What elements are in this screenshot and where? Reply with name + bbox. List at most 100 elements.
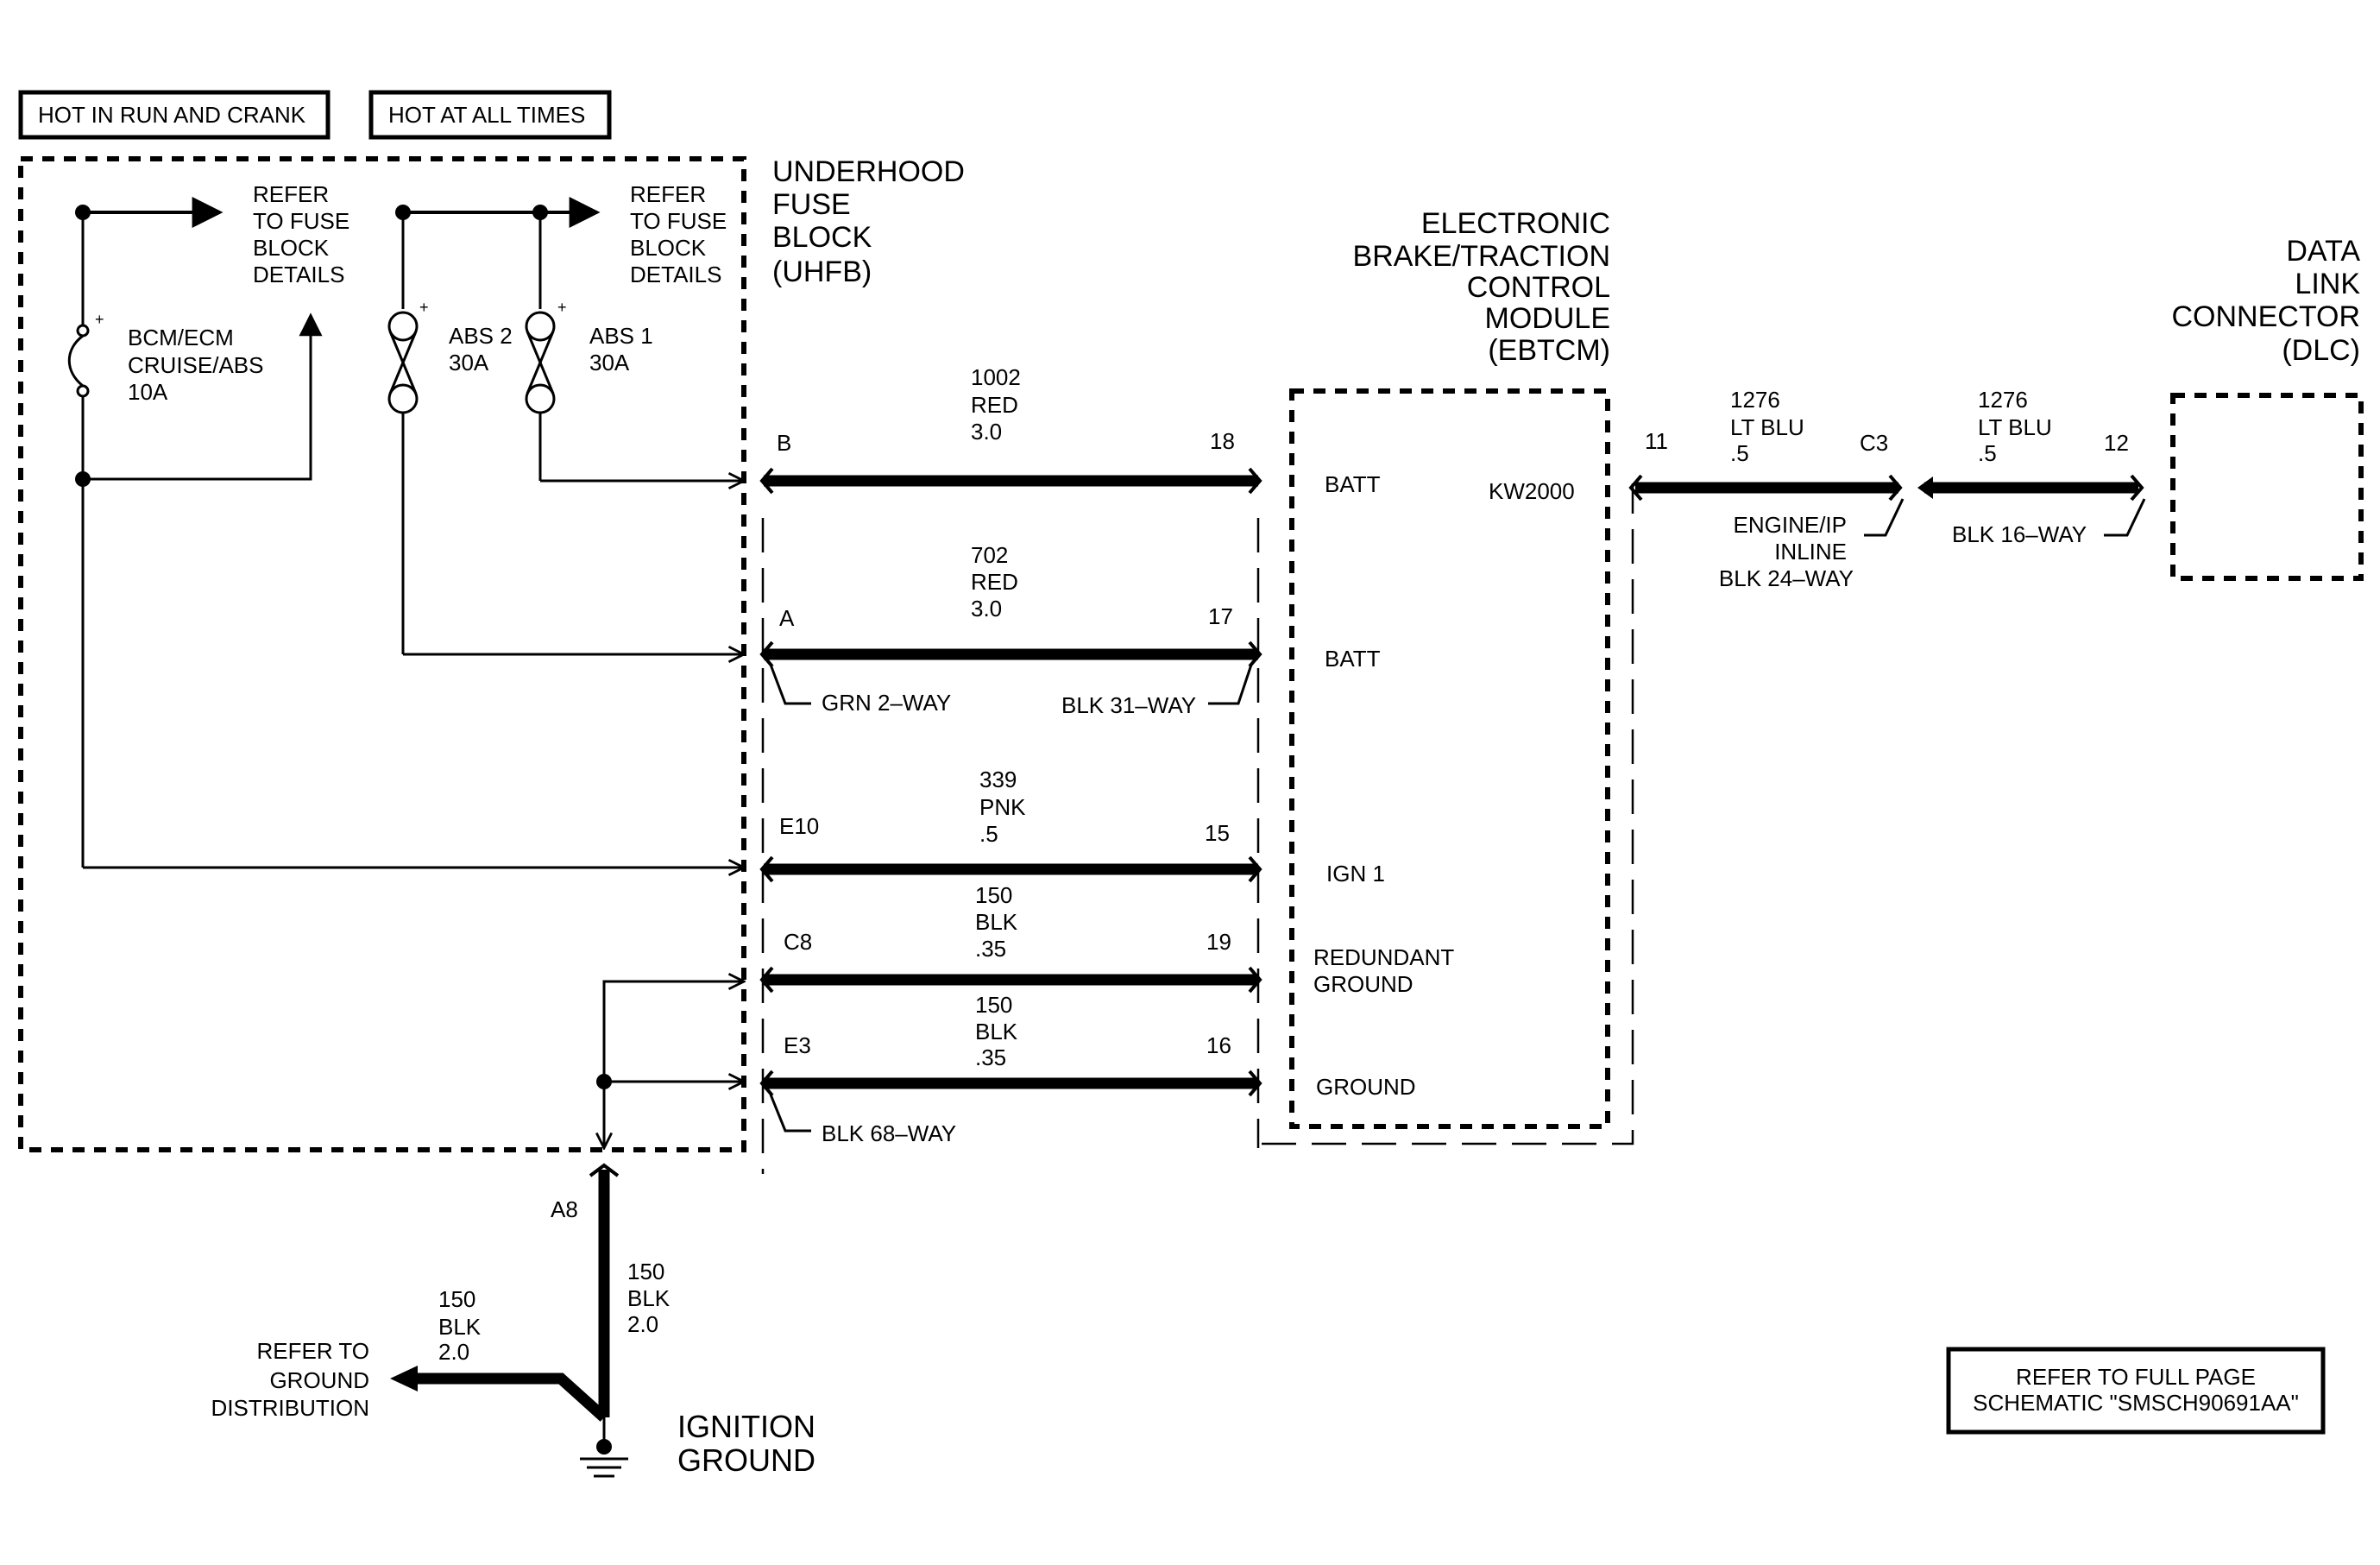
connector-c3: C3 (1860, 430, 1888, 456)
fuse-abs1-label: ABS 1 30A (589, 323, 653, 375)
svg-text:DISTRIBUTION: DISTRIBUTION (211, 1395, 369, 1421)
svg-text:150: 150 (975, 992, 1012, 1018)
wire-label-150-ground-left: 150 BLK 2.0 (438, 1286, 482, 1365)
pin-a8: A8 (551, 1196, 578, 1222)
pin-e10: E10 (779, 813, 819, 839)
svg-text:.35: .35 (975, 1044, 1006, 1070)
svg-text:CONNECTOR: CONNECTOR (2172, 300, 2361, 333)
svg-text:IGNITION: IGNITION (677, 1409, 815, 1444)
uhfb-title: UNDERHOOD FUSE BLOCK (UHFB) (772, 155, 965, 288)
svg-text:BLK: BLK (975, 909, 1018, 935)
svg-text:FUSE: FUSE (772, 188, 851, 221)
svg-text:BCM/ECM: BCM/ECM (128, 325, 234, 350)
svg-text:150: 150 (975, 882, 1012, 908)
svg-text:LT BLU: LT BLU (1978, 414, 2052, 440)
pin-19: 19 (1206, 929, 1231, 955)
svg-text:+: + (95, 311, 104, 328)
svg-text:MODULE: MODULE (1485, 302, 1610, 335)
ground-symbol-icon (580, 1417, 628, 1478)
connector-blk-16way: BLK 16–WAY (1952, 521, 2087, 547)
svg-text:PNK: PNK (979, 794, 1026, 820)
hot-run-crank-label: HOT IN RUN AND CRANK (18, 90, 331, 140)
svg-text:339: 339 (979, 767, 1017, 792)
fuse-abs2-icon: + (387, 299, 429, 414)
hot-all-times-label: HOT AT ALL TIMES (368, 90, 612, 140)
svg-text:CRUISE/ABS: CRUISE/ABS (128, 352, 264, 378)
svg-text:(DLC): (DLC) (2282, 334, 2360, 367)
refer-arrow-up (83, 312, 323, 481)
svg-text:702: 702 (971, 542, 1008, 568)
svg-text:REFER TO FULL PAGE: REFER TO FULL PAGE (2016, 1364, 2256, 1390)
svg-text:(EBTCM): (EBTCM) (1488, 334, 1610, 367)
wire-label-1002: 1002 RED 3.0 (971, 364, 1021, 445)
fuse-abs1-icon: + (525, 299, 567, 414)
wire-label-150-c8: 150 BLK .35 (975, 882, 1018, 962)
svg-text:HOT IN RUN AND CRANK: HOT IN RUN AND CRANK (38, 102, 306, 128)
svg-text:GROUND: GROUND (677, 1442, 815, 1478)
svg-text:LT BLU: LT BLU (1730, 414, 1804, 440)
svg-text:.5: .5 (1730, 440, 1749, 466)
wire-label-702: 702 RED 3.0 (971, 542, 1018, 622)
svg-text:2.0: 2.0 (627, 1311, 658, 1337)
svg-text:1276: 1276 (1978, 387, 2028, 413)
fuse-bcm-ecm-icon: + (67, 311, 104, 398)
svg-text:1276: 1276 (1730, 387, 1780, 413)
svg-text:150: 150 (627, 1259, 664, 1284)
full-page-schematic-note: REFER TO FULL PAGE SCHEMATIC "SMSCH90691… (1946, 1347, 2326, 1435)
dlc-title: DATA LINK CONNECTOR (DLC) (2172, 235, 2361, 367)
dlc-box (2170, 393, 2364, 581)
svg-text:BLOCK: BLOCK (253, 235, 330, 261)
svg-text:30A: 30A (449, 350, 489, 375)
connector-blk-68way: BLK 68–WAY (822, 1120, 956, 1146)
svg-text:(UHFB): (UHFB) (772, 256, 872, 288)
kw2000-label: KW2000 (1489, 478, 1575, 504)
wire-label-150-e3: 150 BLK .35 (975, 992, 1018, 1070)
svg-text:+: + (419, 299, 429, 316)
pin-16: 16 (1206, 1032, 1231, 1058)
svg-text:DETAILS: DETAILS (253, 262, 344, 287)
fuse-bcm-ecm-label: BCM/ECM CRUISE/ABS 10A (128, 325, 264, 405)
svg-text:BLOCK: BLOCK (772, 221, 872, 254)
refer-ground-distribution: REFER TO GROUND DISTRIBUTION (211, 1338, 369, 1421)
connector-grn-2way: GRN 2–WAY (822, 690, 951, 716)
svg-text:REFER: REFER (630, 181, 706, 207)
svg-text:.35: .35 (975, 936, 1006, 962)
svg-text:REFER: REFER (253, 181, 329, 207)
svg-text:LINK: LINK (2295, 268, 2360, 300)
svg-text:.5: .5 (1978, 440, 1997, 466)
pin-b: B (777, 430, 791, 456)
svg-text:.5: .5 (979, 821, 998, 847)
svg-text:BLK 24–WAY: BLK 24–WAY (1719, 565, 1854, 591)
svg-text:+: + (557, 299, 567, 316)
connector-engine-ip-inline: ENGINE/IP INLINE BLK 24–WAY (1719, 512, 1854, 591)
svg-text:UNDERHOOD: UNDERHOOD (772, 155, 965, 188)
pin-a: A (779, 605, 795, 631)
svg-text:BLOCK: BLOCK (630, 235, 707, 261)
svg-text:SCHEMATIC "SMSCH90691AA": SCHEMATIC "SMSCH90691AA" (1973, 1390, 2299, 1416)
svg-text:DETAILS: DETAILS (630, 262, 721, 287)
ebtcm-box (1289, 388, 1610, 1129)
svg-text:3.0: 3.0 (971, 419, 1002, 445)
svg-text:BRAKE/TRACTION: BRAKE/TRACTION (1353, 240, 1610, 273)
wire-label-339: 339 PNK .5 (979, 767, 1026, 847)
pin-17: 17 (1208, 603, 1233, 629)
svg-text:150: 150 (438, 1286, 475, 1312)
svg-text:CONTROL: CONTROL (1467, 271, 1610, 304)
wire-label-150-ground-down: 150 BLK 2.0 (627, 1259, 671, 1337)
svg-text:DATA: DATA (2286, 235, 2360, 268)
svg-text:RED: RED (971, 569, 1018, 595)
svg-text:1002: 1002 (971, 364, 1021, 390)
fuse-abs2-label: ABS 2 30A (449, 323, 513, 375)
pin-18: 18 (1210, 428, 1235, 454)
svg-text:ENGINE/IP: ENGINE/IP (1734, 512, 1847, 538)
svg-text:TO FUSE: TO FUSE (253, 208, 349, 234)
svg-text:GROUND: GROUND (269, 1367, 369, 1393)
pin-label-ign1: IGN 1 (1326, 861, 1385, 887)
pin-label-batt-1: BATT (1325, 471, 1381, 497)
svg-text:BLK: BLK (627, 1285, 671, 1311)
svg-text:ABS 2: ABS 2 (449, 323, 513, 349)
svg-text:3.0: 3.0 (971, 596, 1002, 622)
ebtcm-title: ELECTRONIC BRAKE/TRACTION CONTROL MODULE… (1353, 207, 1610, 367)
svg-text:2.0: 2.0 (438, 1339, 469, 1365)
